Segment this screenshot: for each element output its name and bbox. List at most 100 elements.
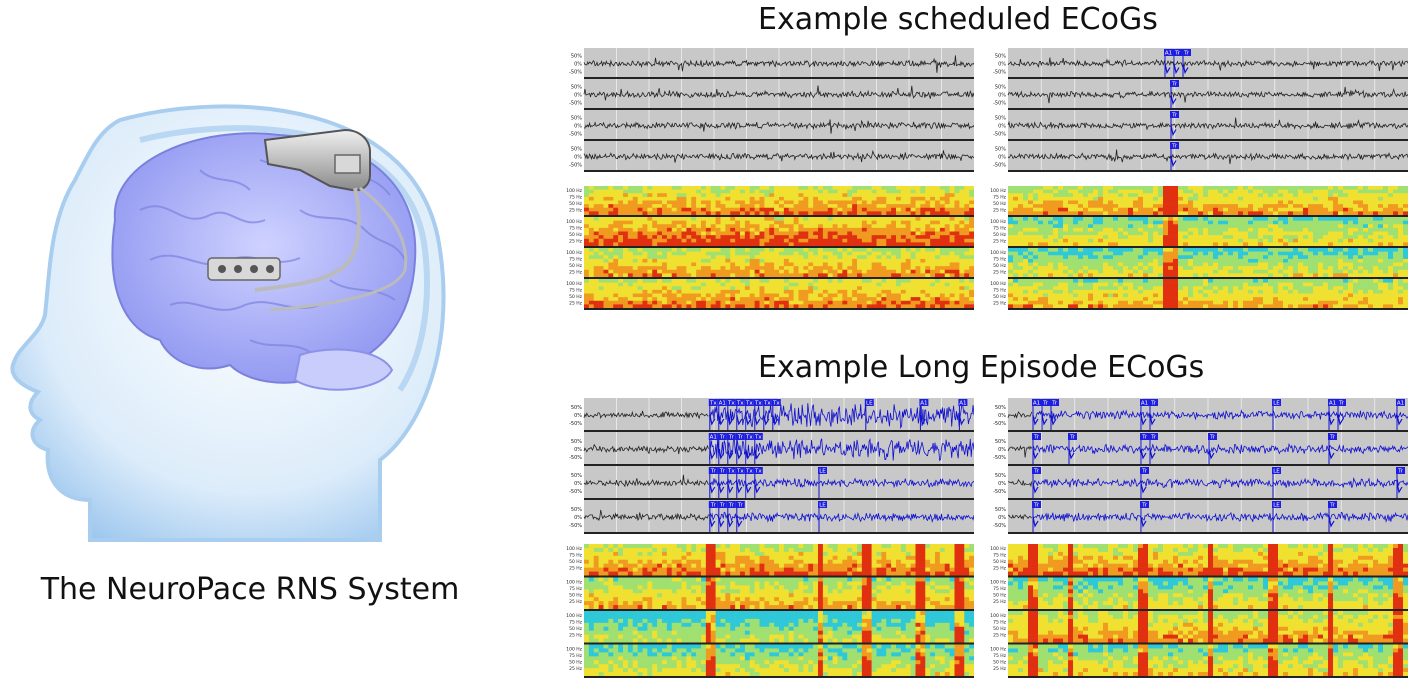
ecog-axis-label: -50% [569, 163, 582, 169]
event-marker [1272, 467, 1281, 474]
event-marker-label: Tx [754, 469, 762, 475]
spectrogram-axis-label: 25 Hz [993, 666, 1007, 672]
spectrogram-axis-label: 50 Hz [569, 593, 583, 599]
event-marker [744, 399, 754, 406]
spectrogram-axis-label: 25 Hz [569, 239, 583, 245]
ecog-axis-label: -50% [993, 132, 1006, 138]
event-marker-label: Tr [1171, 144, 1178, 150]
event-marker [1337, 399, 1346, 406]
ecog-axis-label: 50% [995, 473, 1006, 479]
spectrogram-axis-label: 25 Hz [993, 599, 1007, 605]
spectrogram-axis-label: 75 Hz [569, 586, 583, 592]
ecog-axis-label: 0% [998, 413, 1006, 419]
spectrogram-axis-label: 25 Hz [993, 208, 1007, 214]
event-marker-label: Tx [709, 401, 717, 407]
event-marker-label: Tr [1042, 401, 1049, 407]
spectrogram-axis-label: 50 Hz [993, 593, 1007, 599]
event-marker [1068, 433, 1077, 440]
event-marker [864, 399, 874, 406]
spectrogram-axis-label: 25 Hz [569, 566, 583, 572]
spectrogram-axis-label: 50 Hz [569, 294, 583, 300]
ecog-trace [1007, 478, 1033, 488]
ecog-axis-label: 50% [571, 507, 582, 513]
spectrogram-axis-label: 50 Hz [569, 263, 583, 269]
event-marker-label: Tx [745, 469, 753, 475]
spectrogram-axis-label: 75 Hz [993, 288, 1007, 294]
event-marker-label: A1 [1329, 401, 1336, 407]
strip-lead [207, 257, 281, 281]
event-marker-label: LE [819, 503, 826, 509]
event-marker [1032, 433, 1041, 440]
event-marker [735, 433, 745, 440]
ecog-axis-label: -50% [569, 101, 582, 107]
event-marker [1140, 433, 1149, 440]
event-marker-label: A1 [920, 401, 927, 407]
ecog-axis-label: -50% [993, 455, 1006, 461]
head-illustration [0, 100, 470, 550]
spectrogram-axis-label: 75 Hz [569, 553, 583, 559]
ecog-axis-label: 50% [571, 85, 582, 91]
left-caption: The NeuroPace RNS System [40, 572, 460, 607]
spectrogram-axis-label: 25 Hz [569, 270, 583, 276]
event-marker [818, 467, 827, 474]
event-marker [1032, 399, 1041, 406]
event-marker-label: Tr [1174, 51, 1181, 57]
ecog-axis-label: 0% [574, 447, 582, 453]
event-marker [1164, 49, 1173, 56]
ecog-stim-trace [1032, 476, 1408, 489]
spectrogram-axis-label: 50 Hz [569, 201, 583, 207]
event-marker-label: LE [1273, 469, 1280, 475]
event-marker [1272, 501, 1281, 508]
spectrogram-axis-label: 50 Hz [569, 626, 583, 632]
ecog-trace [583, 55, 974, 73]
spectrogram-axis-label: 100 Hz [566, 613, 582, 619]
spectrogram-axis-label: 100 Hz [566, 250, 582, 256]
event-marker-label: A1 [1141, 401, 1148, 407]
event-marker-label: Tx [754, 435, 762, 441]
event-marker [1328, 501, 1337, 508]
event-marker-label: Tx [745, 401, 753, 407]
event-marker [818, 501, 827, 508]
ecog-trace [1007, 57, 1408, 72]
event-marker-label: Tr [1150, 435, 1157, 441]
ecog-trace [1007, 149, 1408, 165]
event-marker [1050, 399, 1059, 406]
event-marker [1173, 49, 1182, 56]
ecog-axis-label: 50% [995, 116, 1006, 122]
ecog-axis-label: -50% [569, 132, 582, 138]
event-marker [744, 467, 754, 474]
event-marker-label: LE [1273, 503, 1280, 509]
spectrogram-axis-label: 50 Hz [993, 232, 1007, 238]
ecog-axis-label: 0% [574, 413, 582, 419]
event-marker [1328, 399, 1337, 406]
ecog-trace [583, 410, 709, 420]
event-marker-label: Tr [1150, 401, 1157, 407]
event-marker [1149, 433, 1158, 440]
ecog-axis-label: -50% [993, 70, 1006, 76]
ecog-axis-label: 50% [571, 54, 582, 60]
ecog-trace [1007, 411, 1033, 419]
spectrogram-axis-label: 50 Hz [993, 201, 1007, 207]
ecog-axis-label: 50% [995, 85, 1006, 91]
spectrogram-axis-label: 75 Hz [993, 620, 1007, 626]
ecog-trace [583, 443, 709, 455]
ecog-trace [583, 474, 709, 488]
spectrogram-axis-label: 100 Hz [990, 219, 1006, 225]
ecog-trace [1007, 86, 1408, 104]
event-marker [1140, 399, 1149, 406]
ecog-axis-label: -50% [569, 70, 582, 76]
spectrogram-axis-label: 50 Hz [569, 232, 583, 238]
spectrogram-axis-label: 75 Hz [993, 226, 1007, 232]
ecog-axis-label: 0% [574, 155, 582, 161]
ecog-stim-trace [1032, 511, 1408, 523]
spectrogram-axis-label: 25 Hz [993, 566, 1007, 572]
ecog-axis-label: -50% [569, 523, 582, 529]
spectrogram-axis-label: 50 Hz [993, 263, 1007, 269]
spectrogram-axis-label: 75 Hz [993, 653, 1007, 659]
event-marker-label: Tr [1329, 435, 1336, 441]
ecog-axis-label: -50% [569, 455, 582, 461]
